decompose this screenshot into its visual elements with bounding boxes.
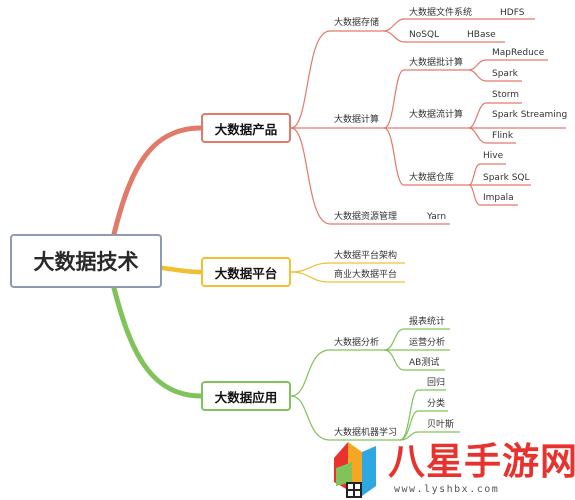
leaf-ops-analysis[interactable]: 运营分析 — [409, 338, 446, 348]
leaf-yarn[interactable]: Yarn — [427, 212, 447, 222]
leaf-mapreduce[interactable]: MapReduce — [492, 48, 545, 58]
brand-url: www.lyshbx.com — [394, 484, 500, 495]
leaf-spark-sql[interactable]: Spark SQL — [483, 173, 530, 183]
leaf-storm[interactable]: Storm — [492, 90, 520, 100]
node-resource[interactable]: 大数据资源管理 — [334, 212, 398, 222]
node-analysis[interactable]: 大数据分析 — [334, 338, 380, 348]
node-stream[interactable]: 大数据流计算 — [409, 110, 464, 120]
leaf-report-stats[interactable]: 报表统计 — [409, 317, 446, 327]
node-file-system[interactable]: 大数据文件系统 — [409, 8, 473, 18]
leaf-bayes[interactable]: 贝叶斯 — [427, 420, 455, 430]
branch-platform[interactable]: 大数据平台 — [201, 257, 291, 287]
leaf-hdfs[interactable]: HDFS — [500, 8, 525, 18]
node-warehouse[interactable]: 大数据仓库 — [409, 173, 455, 183]
leaf-spark[interactable]: Spark — [492, 69, 518, 79]
node-nosql[interactable]: NoSQL — [409, 30, 440, 40]
branch-products[interactable]: 大数据产品 — [201, 113, 291, 143]
node-storage[interactable]: 大数据存储 — [334, 18, 380, 28]
node-platform-arch[interactable]: 大数据平台架构 — [334, 251, 398, 261]
node-compute[interactable]: 大数据计算 — [334, 115, 380, 125]
leaf-hive[interactable]: Hive — [483, 151, 504, 161]
node-machine-learning[interactable]: 大数据机器学习 — [334, 428, 398, 438]
leaf-spark-streaming[interactable]: Spark Streaming — [492, 110, 568, 120]
leaf-impala[interactable]: Impala — [483, 193, 514, 203]
root-node[interactable]: 大数据技术 — [10, 234, 162, 288]
watermark-logo: 八星手游网 www.lyshbx.com — [326, 438, 575, 500]
branch-application[interactable]: 大数据应用 — [201, 381, 291, 411]
leaf-hbase[interactable]: HBase — [467, 30, 496, 40]
leaf-classification[interactable]: 分类 — [427, 399, 446, 409]
node-batch[interactable]: 大数据批计算 — [409, 58, 464, 68]
leaf-ab-test[interactable]: AB测试 — [409, 358, 440, 368]
leaf-flink[interactable]: Flink — [492, 131, 514, 141]
leaf-regression[interactable]: 回归 — [427, 378, 446, 388]
brand-logo-icon — [334, 442, 376, 498]
node-commercial-platform[interactable]: 商业大数据平台 — [334, 270, 398, 280]
brand-name: 八星手游网 — [388, 440, 575, 483]
